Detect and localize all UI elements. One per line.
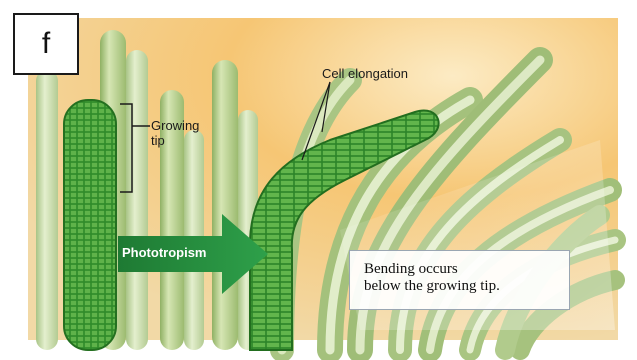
straight-seedling-cells — [64, 100, 116, 350]
panel-label: f — [13, 13, 79, 75]
growing-tip-label: Growing tip — [151, 118, 199, 148]
growing-tip-label-line2: tip — [151, 133, 165, 148]
callout-line1: Bending occurs — [364, 261, 569, 278]
callout-box: Bending occurs below the growing tip. — [349, 250, 570, 310]
phototropism-label: Phototropism — [122, 245, 207, 260]
growing-tip-label-line1: Growing — [151, 118, 199, 133]
cell-elongation-label: Cell elongation — [322, 66, 408, 81]
callout-line2: below the growing tip. — [364, 278, 569, 295]
